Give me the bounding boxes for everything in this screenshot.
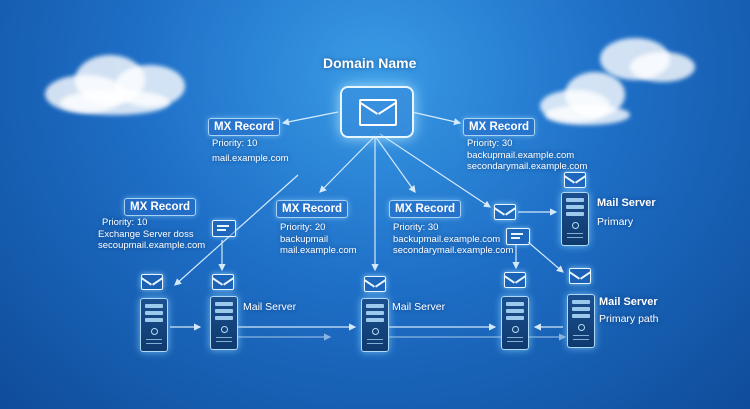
mx-record-details: Priority: 10 Exchange Server doss secoup…	[98, 217, 205, 252]
mail-envelope-icon	[569, 268, 591, 284]
mx-host-line: mail.example.com	[280, 245, 357, 256]
mx-record-details: Priority: 30 backupmail.example.com seco…	[393, 222, 513, 257]
domain-envelope-icon	[340, 86, 414, 138]
mx-record-details: Priority: 20 backupmail mail.example.com	[280, 222, 357, 257]
mx-record-badge: MX Record	[124, 198, 197, 216]
mx-host-line: backupmail.example.com	[393, 233, 501, 245]
mx-host-line: secondarymail.example.com	[393, 245, 514, 256]
mx-priority: Priority: 10	[102, 217, 148, 228]
diagram-title: Domain Name	[323, 55, 417, 71]
mx-host-line: secoupmail.example.com	[98, 240, 206, 251]
mx-priority: Priority: 10	[212, 138, 258, 149]
server-label: Mail Server	[599, 296, 658, 308]
mx-record-badge: MX Record	[208, 118, 281, 136]
mx-host-line: Exchange Server doss	[98, 228, 194, 240]
mail-server-icon	[567, 294, 595, 348]
mx-priority: Priority: 30	[393, 222, 439, 233]
mail-envelope-icon	[504, 272, 526, 288]
mx-priority: Priority: 30	[467, 138, 513, 149]
mx-host-line: backupmail.example.com	[467, 149, 575, 161]
mx-record-details: Priority: 30 backupmail.example.com seco…	[467, 138, 587, 173]
dns-document-icon	[506, 228, 530, 245]
mail-envelope-icon	[564, 172, 586, 188]
server-sublabel: Primary path	[599, 313, 659, 325]
mail-server-icon	[361, 298, 389, 352]
server-sublabel: Primary	[597, 216, 634, 228]
mail-envelope-icon	[141, 274, 163, 290]
mx-host-line: backupmail	[280, 233, 329, 245]
server-label: Mail Server	[597, 197, 656, 209]
mail-envelope-icon	[494, 204, 516, 220]
dns-document-icon	[212, 220, 236, 237]
mx-record-badge: MX Record	[463, 118, 536, 136]
mx-record-details: Priority: 10 mail.example.com	[212, 138, 289, 164]
server-label: Mail Server	[243, 301, 297, 313]
mail-server-icon	[501, 296, 529, 350]
mail-server-icon	[210, 296, 238, 350]
mail-server-icon	[140, 298, 168, 352]
mx-host-line: secondarymail.example.com	[467, 161, 588, 172]
server-label: Mail Server	[392, 301, 446, 313]
mx-record-badge: MX Record	[389, 200, 462, 218]
mx-record-badge: MX Record	[276, 200, 349, 218]
mail-server-icon	[561, 192, 589, 246]
mail-envelope-icon	[364, 276, 386, 292]
mx-host-line: mail.example.com	[212, 152, 289, 164]
mail-envelope-icon	[212, 274, 234, 290]
mx-priority: Priority: 20	[280, 222, 326, 233]
